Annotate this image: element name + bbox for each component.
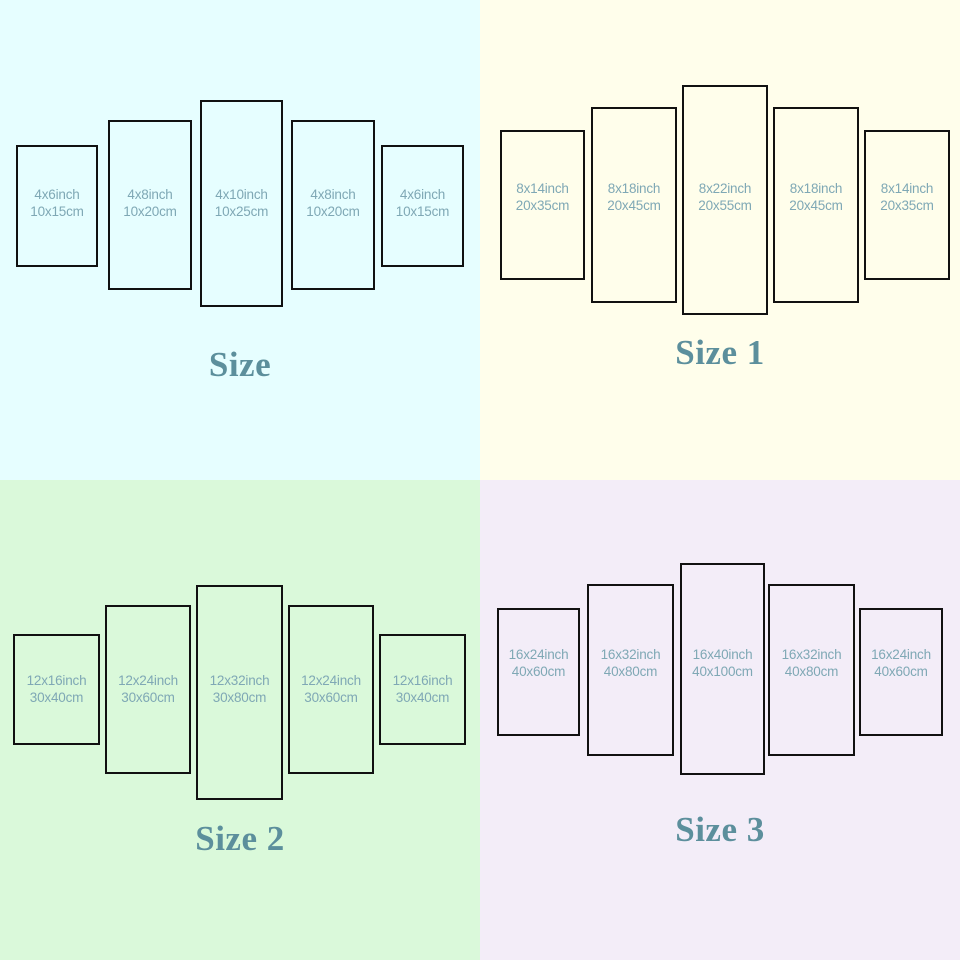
panel-size-inch: 4x8inch <box>310 187 356 202</box>
panel-size-inch: 8x14inch <box>880 181 934 196</box>
size-option-size[interactable]: 4x6inch 10x15cm 4x8inch 10x20cm 4x10inch 10x2… <box>0 0 480 480</box>
panel-size-label: 8x18inch 20x45cm <box>789 180 843 214</box>
panel-group: 4x6inch 10x15cm 4x8inch 10x20cm 4x10inch 10x2… <box>0 0 480 400</box>
panel-size-label: 16x24inch 40x60cm <box>509 646 569 680</box>
panel-size-label: 16x32inch 40x80cm <box>782 646 842 680</box>
panel-size-inch: 8x18inch <box>607 181 661 196</box>
panel-size-inch: 12x24inch <box>118 673 178 688</box>
panel-size-inch: 12x16inch <box>392 673 453 688</box>
panel-size-label: 4x6inch 10x15cm <box>395 186 450 220</box>
panel-size-cm: 20x35cm <box>880 198 934 213</box>
panel-size-cm: 30x40cm <box>395 690 450 705</box>
panel-size-inch: 12x32inch <box>209 673 270 688</box>
panel-size-inch: 16x32inch <box>600 647 661 662</box>
canvas-panel <box>200 100 283 307</box>
panel-size-cm: 10x25cm <box>214 204 269 219</box>
panel-size-inch: 4x6inch <box>34 187 80 202</box>
panel-group: 8x14inch 20x35cm 8x18inch 20x45cm 8x22inch 20… <box>480 0 960 400</box>
canvas-panel <box>864 130 950 280</box>
canvas-panel <box>497 608 580 736</box>
size-option-size-3[interactable]: 16x24inch 40x60cm 16x32inch 40x80cm 16x40inc… <box>480 480 960 960</box>
panel-size-cm: 30x60cm <box>121 690 175 705</box>
panel-size-label: 4x8inch 10x20cm <box>123 186 177 220</box>
panel-size-label: 12x32inch 30x80cm <box>210 672 270 706</box>
panel-size-cm: 10x20cm <box>306 204 360 219</box>
panel-size-inch: 8x22inch <box>698 181 752 196</box>
panel-size-label: 12x16inch 30x40cm <box>393 672 453 706</box>
canvas-panel <box>768 584 855 756</box>
panel-size-cm: 40x80cm <box>784 664 839 679</box>
panel-size-cm: 30x40cm <box>29 690 84 705</box>
panel-size-inch: 8x18inch <box>789 181 843 196</box>
panel-size-cm: 20x55cm <box>698 198 752 213</box>
canvas-panel <box>288 605 374 774</box>
panel-size-inch: 16x40inch <box>692 647 753 662</box>
panel-size-cm: 20x35cm <box>515 198 570 213</box>
panel-size-cm: 30x60cm <box>304 690 358 705</box>
canvas-panel <box>108 120 192 290</box>
canvas-panel <box>379 634 466 745</box>
panel-size-cm: 40x60cm <box>874 664 928 679</box>
panel-size-inch: 12x16inch <box>26 673 87 688</box>
panel-size-label: 16x32inch 40x80cm <box>601 646 661 680</box>
canvas-panel <box>682 85 768 315</box>
panel-size-cm: 40x100cm <box>692 664 753 679</box>
canvas-panel <box>680 563 765 775</box>
size-option-title: Size 1 <box>675 333 765 372</box>
panel-size-inch: 4x6inch <box>399 187 446 202</box>
panel-size-label: 16x24inch 40x60cm <box>871 646 931 680</box>
panel-size-label: 12x16inch 30x40cm <box>27 672 87 706</box>
panel-size-inch: 16x24inch <box>508 647 569 662</box>
panel-size-cm: 20x45cm <box>607 198 661 213</box>
panel-size-label: 4x6inch 10x15cm <box>30 186 84 220</box>
canvas-panel <box>105 605 191 774</box>
panel-size-cm: 30x80cm <box>212 690 267 705</box>
size-option-title: Size 3 <box>675 810 765 849</box>
panel-group: 12x16inch 30x40cm 12x24inch 30x60cm 12x32inc… <box>0 480 480 880</box>
size-option-size-2[interactable]: 12x16inch 30x40cm 12x24inch 30x60cm 12x32inc… <box>0 480 480 960</box>
canvas-panel <box>587 584 674 756</box>
panel-size-inch: 4x8inch <box>127 187 173 202</box>
panel-size-cm: 40x60cm <box>511 664 566 679</box>
canvas-panel <box>381 145 464 267</box>
panel-size-label: 8x14inch 20x35cm <box>515 180 570 214</box>
size-option-title: Size 2 <box>195 819 285 858</box>
panel-size-label: 16x40inch 40x100cm <box>692 646 753 680</box>
size-option-size-1[interactable]: 8x14inch 20x35cm 8x18inch 20x45cm 8x22inch 20… <box>480 0 960 480</box>
panel-size-cm: 10x15cm <box>30 204 84 219</box>
panel-size-label: 8x22inch 20x55cm <box>698 180 752 214</box>
panel-size-inch: 16x24inch <box>871 647 931 662</box>
panel-size-inch: 16x32inch <box>781 647 842 662</box>
panel-size-label: 12x24inch 30x60cm <box>301 672 361 706</box>
panel-size-cm: 40x80cm <box>603 664 658 679</box>
canvas-panel <box>16 145 98 267</box>
panel-size-inch: 12x24inch <box>301 673 361 688</box>
size-option-title: Size <box>208 345 272 384</box>
panel-size-label: 8x18inch 20x45cm <box>607 180 661 214</box>
canvas-panel <box>773 107 859 303</box>
canvas-panel <box>859 608 943 736</box>
panel-size-label: 4x8inch 10x20cm <box>306 186 360 220</box>
panel-size-label: 4x10inch 10x25cm <box>214 186 269 220</box>
panel-size-label: 12x24inch 30x60cm <box>118 672 178 706</box>
canvas-panel <box>291 120 375 290</box>
panel-size-cm: 10x15cm <box>395 204 450 219</box>
panel-size-inch: 4x10inch <box>215 187 268 202</box>
panel-group: 16x24inch 40x60cm 16x32inch 40x80cm 16x40inc… <box>480 480 960 880</box>
panel-size-cm: 10x20cm <box>123 204 177 219</box>
panel-size-inch: 8x14inch <box>516 181 569 196</box>
canvas-panel <box>13 634 100 745</box>
panel-size-label: 8x14inch 20x35cm <box>880 180 934 214</box>
canvas-panel <box>591 107 677 303</box>
panel-size-cm: 20x45cm <box>789 198 843 213</box>
canvas-panel <box>196 585 283 800</box>
canvas-panel <box>500 130 585 280</box>
